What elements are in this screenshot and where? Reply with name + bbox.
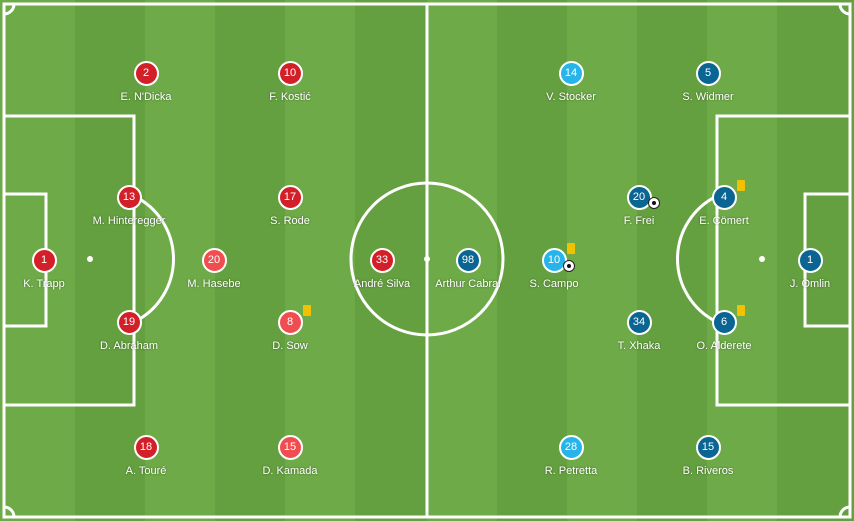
player-marker[interactable]: 34 T. Xhaka xyxy=(584,310,694,352)
left-penalty-arc xyxy=(133,194,175,324)
player-marker[interactable]: 98 Arthur Cabral xyxy=(413,248,523,290)
player-name: E. N'Dicka xyxy=(120,91,172,103)
player-marker[interactable]: 1 J. Omlin xyxy=(755,248,854,290)
player-name: J. Omlin xyxy=(789,278,831,290)
jersey-number-badge: 20 xyxy=(201,248,227,273)
jersey-number-badge: 10 xyxy=(541,243,575,273)
player-name: S. Rode xyxy=(270,215,310,227)
yellow-card-icon xyxy=(566,243,575,254)
jersey-number-badge: 4 xyxy=(711,180,745,210)
jersey-number-badge: 28 xyxy=(558,435,584,460)
player-name: Arthur Cabral xyxy=(435,278,501,290)
player-marker[interactable]: 15 D. Kamada xyxy=(235,435,345,477)
player-name: S. Campo xyxy=(529,278,579,290)
player-marker[interactable]: 19 D. Abraham xyxy=(74,310,184,352)
jersey-number-badge: 17 xyxy=(277,185,303,210)
player-marker[interactable]: 6 O. Alderete xyxy=(669,305,779,352)
player-marker[interactable]: 10 S. Campo xyxy=(499,243,609,290)
player-marker[interactable]: 8 D. Sow xyxy=(235,305,345,352)
player-name: B. Riveros xyxy=(682,465,734,477)
player-marker[interactable]: 4 E. Cömert xyxy=(669,180,779,227)
corner-arc xyxy=(3,3,16,16)
player-name: T. Xhaka xyxy=(617,340,661,352)
player-marker[interactable]: 14 V. Stocker xyxy=(516,61,626,103)
jersey-number-badge: 15 xyxy=(277,435,303,460)
player-name: D. Kamada xyxy=(262,465,318,477)
player-marker[interactable]: 20 F. Frei xyxy=(584,185,694,227)
player-name: F. Frei xyxy=(623,215,655,227)
player-marker[interactable]: 1 K. Trapp xyxy=(0,248,99,290)
goal-ball-icon xyxy=(562,260,575,272)
player-name: O. Alderete xyxy=(696,340,752,352)
player-marker[interactable]: 28 R. Petretta xyxy=(516,435,626,477)
jersey-number-badge: 18 xyxy=(133,435,159,460)
jersey-number-badge: 33 xyxy=(369,248,395,273)
player-name: D. Sow xyxy=(272,340,308,352)
player-name: D. Abraham xyxy=(99,340,159,352)
player-marker[interactable]: 15 B. Riveros xyxy=(653,435,763,477)
center-spot xyxy=(424,256,430,262)
yellow-card-icon xyxy=(736,305,745,316)
right-penalty-spot xyxy=(759,256,765,262)
player-marker[interactable]: 5 S. Widmer xyxy=(653,61,763,103)
yellow-card-icon xyxy=(736,180,745,191)
jersey-number-badge: 20 xyxy=(626,185,660,210)
jersey-number-badge: 5 xyxy=(695,61,721,86)
player-name: K. Trapp xyxy=(23,278,65,290)
player-name: S. Widmer xyxy=(682,91,734,103)
player-marker[interactable]: 18 A. Touré xyxy=(91,435,201,477)
player-marker[interactable]: 17 S. Rode xyxy=(235,185,345,227)
player-name: R. Petretta xyxy=(544,465,598,477)
player-name: André Silva xyxy=(353,278,411,290)
jersey-number-badge: 13 xyxy=(116,185,142,210)
jersey-number-badge: 14 xyxy=(558,61,584,86)
corner-arc xyxy=(838,505,851,518)
goal-ball-icon xyxy=(647,197,660,209)
player-marker[interactable]: 10 F. Kostić xyxy=(235,61,345,103)
player-name: E. Cömert xyxy=(699,215,749,227)
player-name: M. Hasebe xyxy=(187,278,241,290)
corner-arc xyxy=(838,3,851,16)
jersey-number-badge: 10 xyxy=(277,61,303,86)
jersey-number-badge: 98 xyxy=(455,248,481,273)
player-name: F. Kostić xyxy=(269,91,311,103)
jersey-number-badge: 15 xyxy=(695,435,721,460)
player-name: A. Touré xyxy=(125,465,167,477)
player-name: M. Hinteregger xyxy=(92,215,166,227)
jersey-number-badge: 2 xyxy=(133,61,159,86)
jersey-number-badge: 1 xyxy=(31,248,57,273)
left-penalty-spot xyxy=(87,256,93,262)
jersey-number-badge: 34 xyxy=(626,310,652,335)
jersey-number-badge: 6 xyxy=(711,305,745,335)
player-marker[interactable]: 20 M. Hasebe xyxy=(159,248,269,290)
corner-arc xyxy=(3,505,16,518)
player-marker[interactable]: 33 André Silva xyxy=(327,248,437,290)
jersey-number-badge: 1 xyxy=(797,248,823,273)
center-circle xyxy=(349,181,505,337)
right-penalty-arc xyxy=(676,194,718,324)
jersey-number-badge: 8 xyxy=(277,305,311,335)
player-marker[interactable]: 13 M. Hinteregger xyxy=(74,185,184,227)
player-name: V. Stocker xyxy=(546,91,596,103)
player-marker[interactable]: 2 E. N'Dicka xyxy=(91,61,201,103)
jersey-number-badge: 19 xyxy=(116,310,142,335)
yellow-card-icon xyxy=(302,305,311,316)
